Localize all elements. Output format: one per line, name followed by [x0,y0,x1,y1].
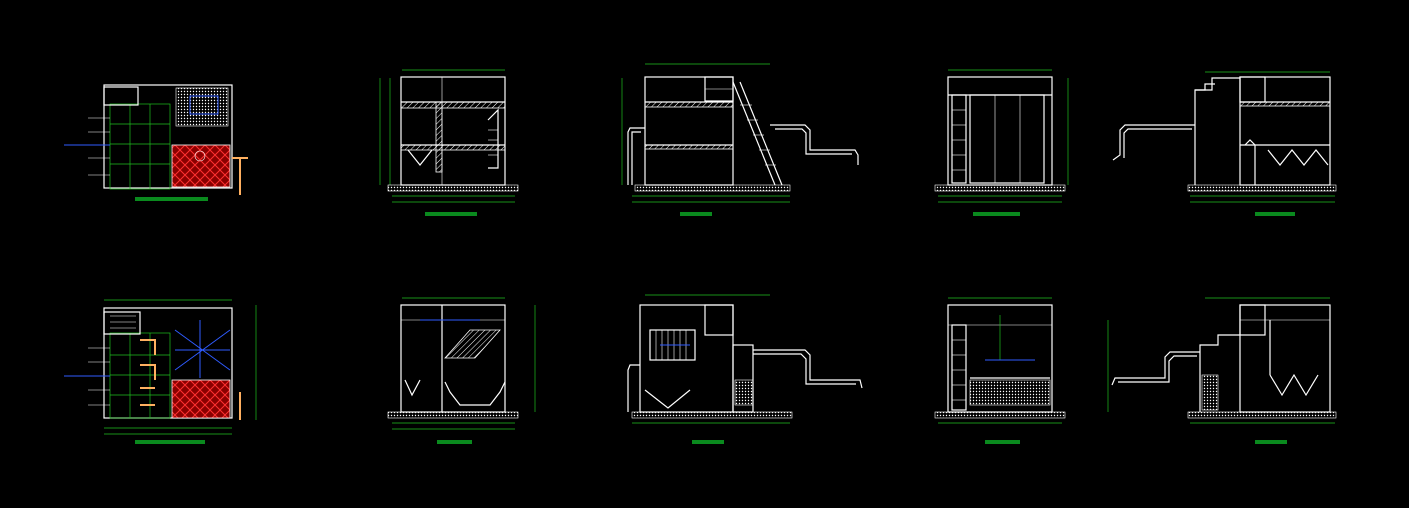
section-4-title-bar [1255,212,1295,216]
plan-top-filters [171,144,231,188]
section-7-title-bar [985,440,1020,444]
section-1-title-bar [425,212,477,216]
section-5-title-bar [437,440,472,444]
view-section-1 [379,69,519,216]
section-3-title-bar [973,212,1020,216]
view-plan-top [64,84,248,201]
plan-top-title-bar [135,197,208,201]
view-section-4 [1112,71,1337,216]
section-2-title-bar [680,212,712,216]
view-section-6 [627,294,863,444]
plan-top-inlets [64,117,248,195]
view-section-3 [934,69,1069,216]
plan-bottom-title-bar [135,440,205,444]
section-6-title-bar [692,440,724,444]
view-plan-bottom [64,299,257,444]
view-section-2 [621,63,859,216]
view-section-7 [934,297,1066,444]
plan-top-outline [103,84,233,190]
section-8-title-bar [1255,440,1287,444]
view-section-8 [1107,297,1337,444]
view-section-5 [387,297,536,444]
